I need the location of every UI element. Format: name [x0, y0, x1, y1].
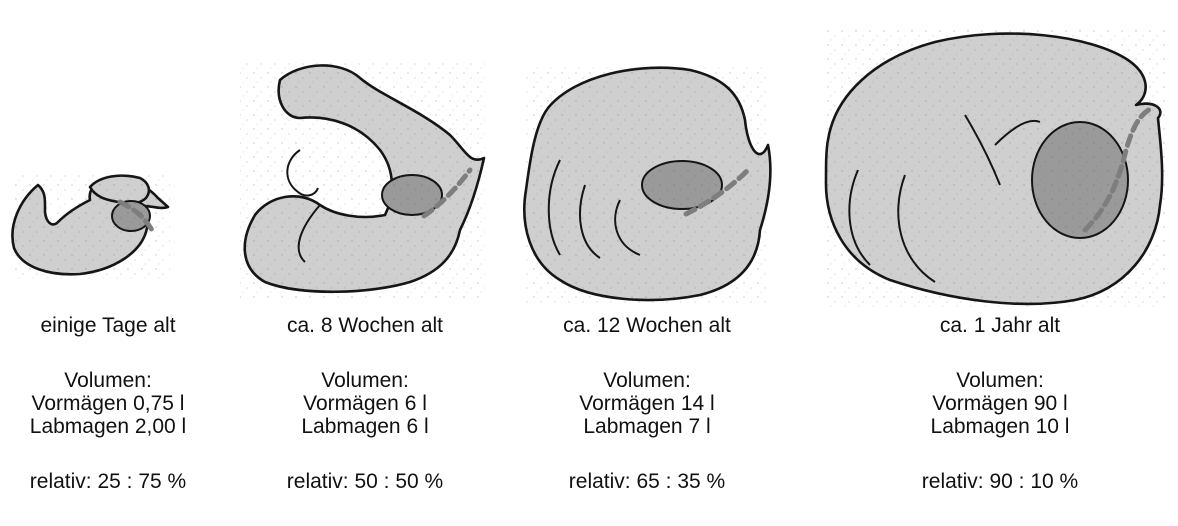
relative-ratio: relativ: 65 : 35 % — [502, 470, 792, 493]
forestomach-volume: Vormägen 6 l — [220, 392, 510, 415]
stomach-drawing-1-year — [825, 30, 1165, 310]
caption-1-year: ca. 1 Jahr alt Volumen: Vormägen 90 l La… — [855, 314, 1145, 493]
volume-heading: Volumen: — [502, 369, 792, 392]
stomach-illustrations — [0, 0, 1178, 312]
abomasum-volume: Labmagen 7 l — [502, 415, 792, 438]
relative-ratio: relativ: 25 : 75 % — [0, 470, 253, 493]
relative-ratio: relativ: 90 : 10 % — [855, 470, 1145, 493]
stomach-drawing-12-weeks — [524, 65, 770, 305]
age-label: ca. 8 Wochen alt — [220, 314, 510, 337]
stomach-drawing-few-days — [10, 175, 170, 280]
caption-few-days: einige Tage alt Volumen: Vormägen 0,75 l… — [0, 314, 253, 493]
age-label: ca. 1 Jahr alt — [855, 314, 1145, 337]
forestomach-volume: Vormägen 90 l — [855, 392, 1145, 415]
forestomach-volume: Vormägen 14 l — [502, 392, 792, 415]
abomasum-volume: Labmagen 10 l — [855, 415, 1145, 438]
volume-heading: Volumen: — [220, 369, 510, 392]
age-label: einige Tage alt — [0, 314, 253, 337]
age-label: ca. 12 Wochen alt — [502, 314, 792, 337]
forestomach-volume: Vormägen 0,75 l — [0, 392, 253, 415]
stomach-drawing-8-weeks — [240, 60, 485, 300]
caption-8-weeks: ca. 8 Wochen alt Volumen: Vormägen 6 l L… — [220, 314, 510, 493]
abomasum-volume: Labmagen 2,00 l — [0, 415, 253, 438]
abomasum-volume: Labmagen 6 l — [220, 415, 510, 438]
volume-heading: Volumen: — [855, 369, 1145, 392]
caption-12-weeks: ca. 12 Wochen alt Volumen: Vormägen 14 l… — [502, 314, 792, 493]
relative-ratio: relativ: 50 : 50 % — [220, 470, 510, 493]
volume-heading: Volumen: — [0, 369, 253, 392]
